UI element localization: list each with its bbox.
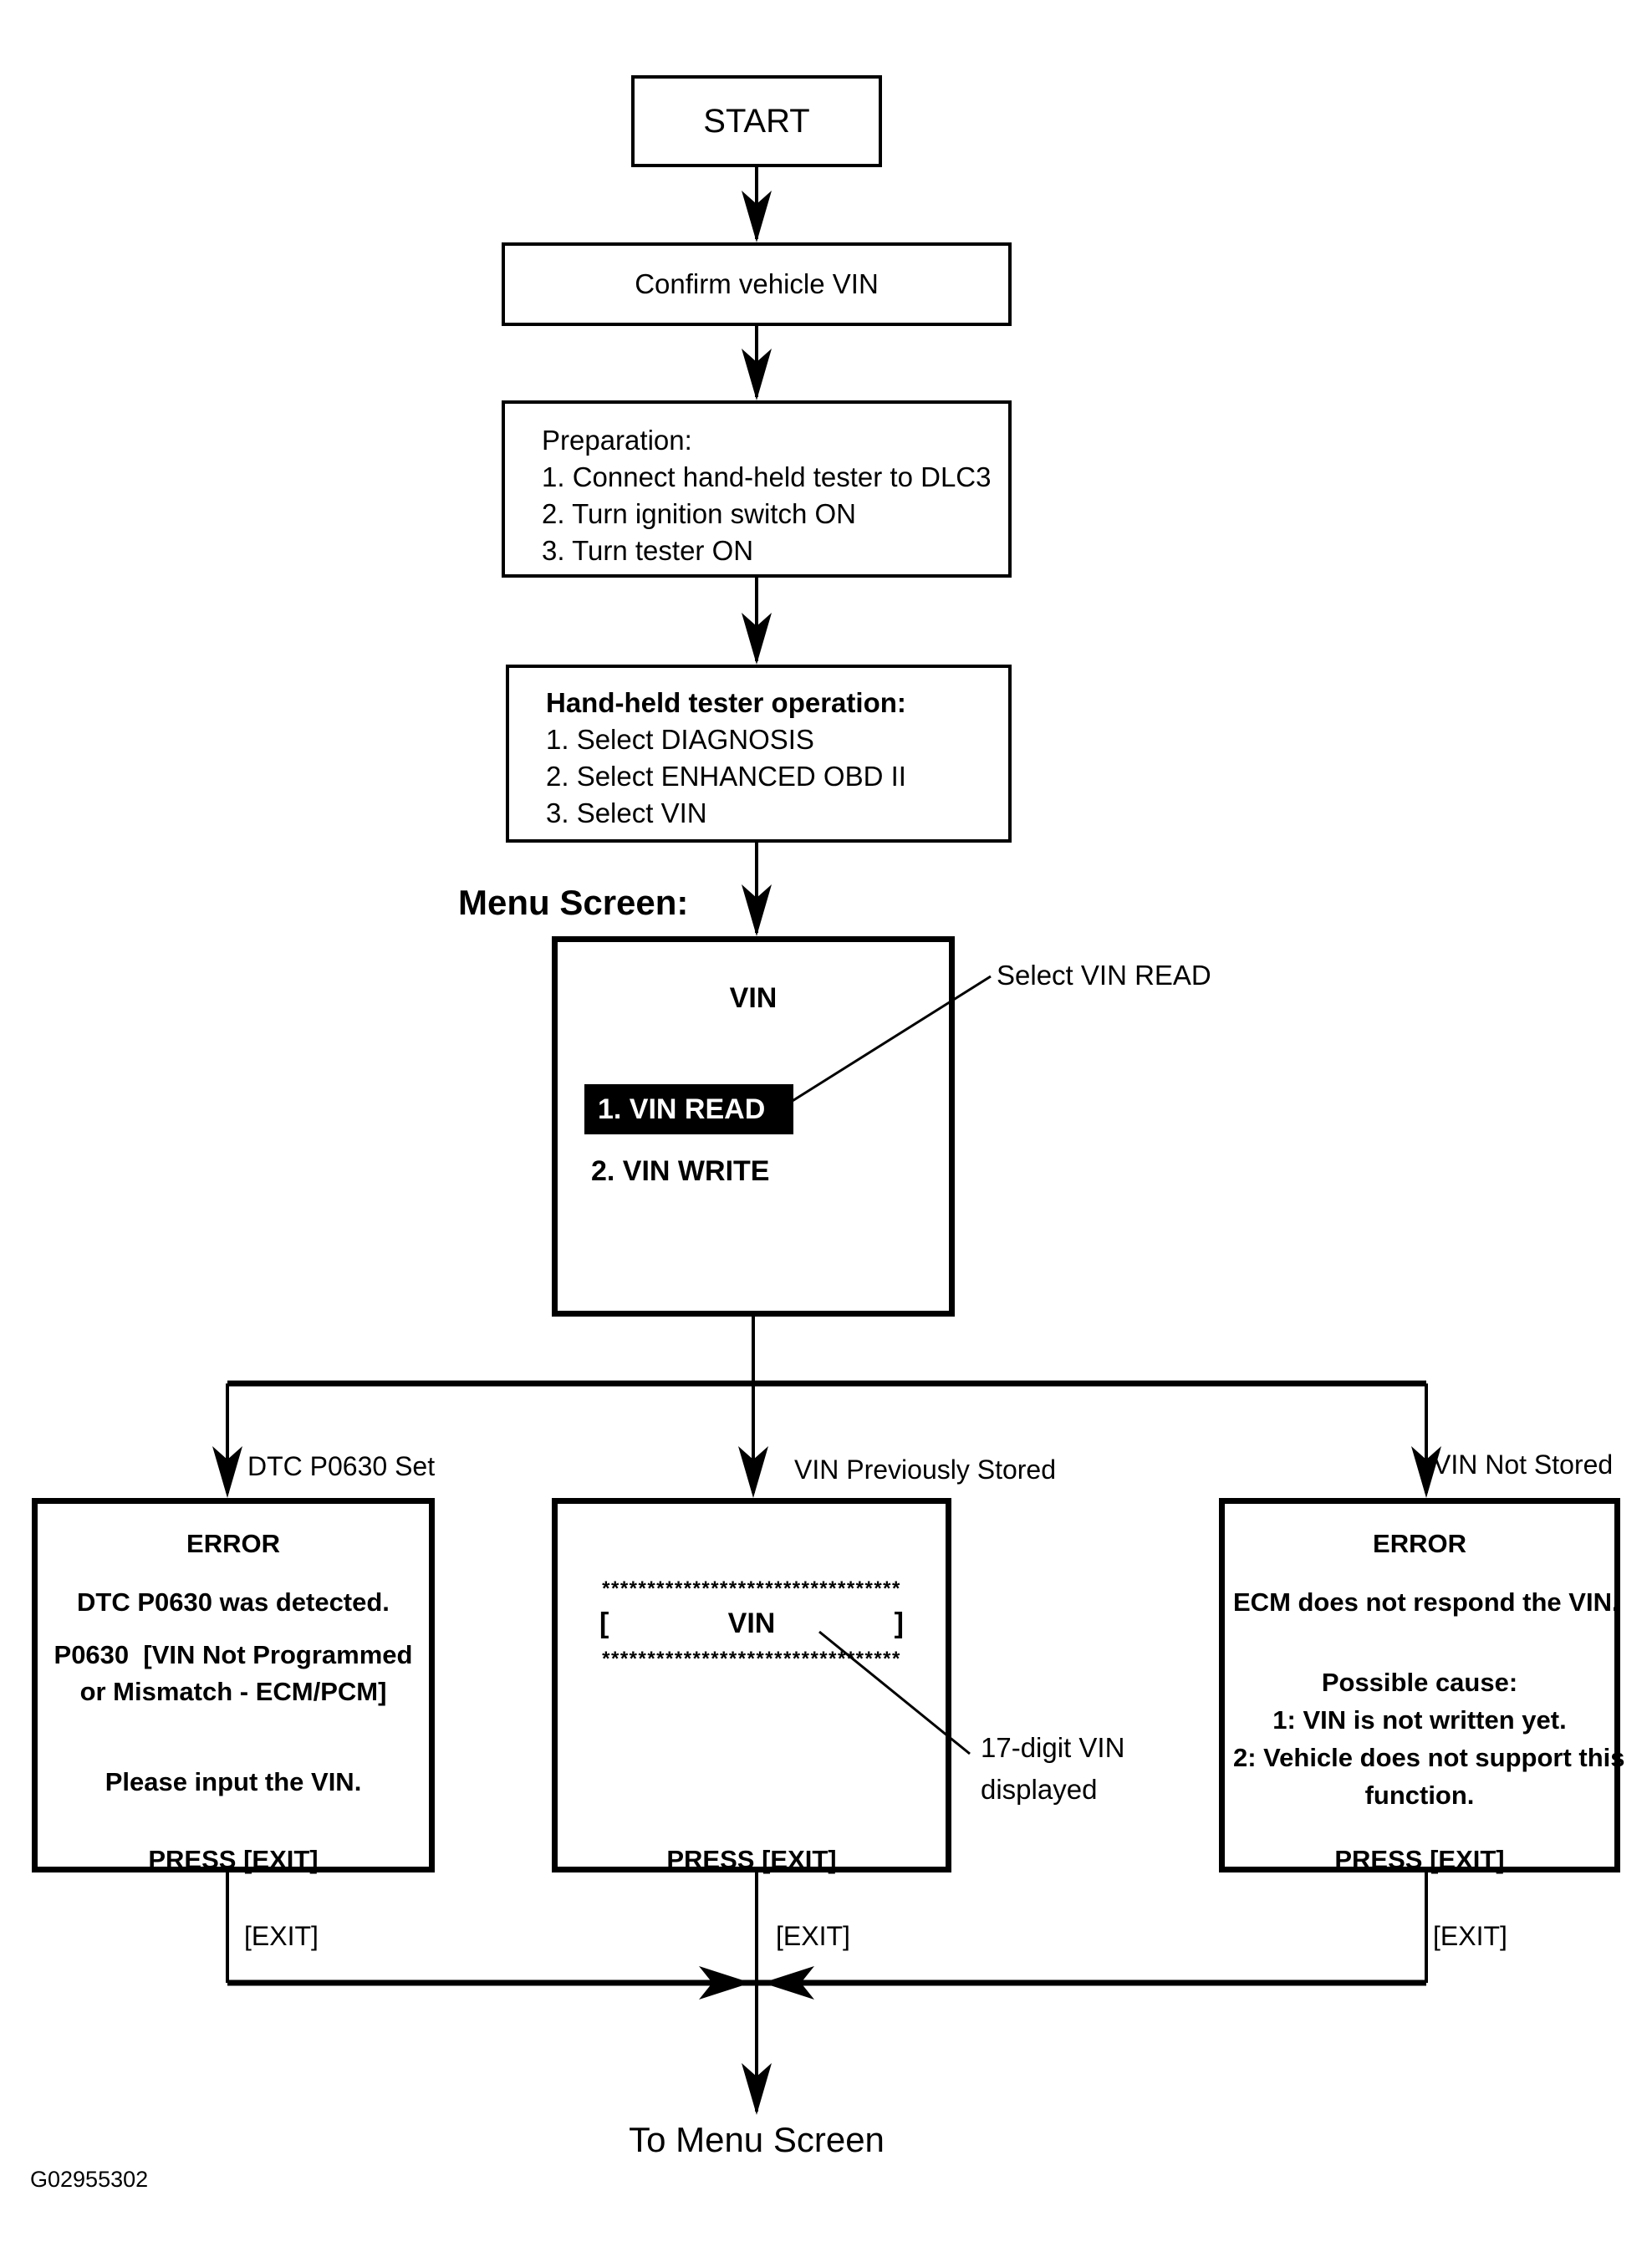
exit-label-right: [EXIT]: [1433, 1921, 1507, 1951]
arrowhead-preparation: [742, 349, 772, 400]
error-ecm-title: ERROR: [1373, 1529, 1466, 1558]
arrowhead-merge-left: [699, 1966, 751, 2000]
exit-label-middle: [EXIT]: [776, 1921, 850, 1951]
tester-operation-step-2: 2. Select ENHANCED OBD II: [546, 761, 906, 792]
vin-bracket-close: ]: [894, 1607, 904, 1639]
menu-item-vin-read: 1. VIN READ: [584, 1084, 793, 1134]
select-vin-read-callout: Select VIN READ: [997, 960, 1211, 991]
vin-stored-press-exit: PRESS [EXIT]: [666, 1845, 837, 1874]
error-dtc-title: ERROR: [186, 1529, 280, 1558]
error-ecm-cause2a: 2: Vehicle does not support this: [1233, 1743, 1625, 1772]
vin-stored-node: ********************************* [ VIN …: [552, 1498, 951, 1874]
error-ecm-cause1: 1: VIN is not written yet.: [1272, 1705, 1567, 1735]
arrowhead-branch-middle: [738, 1446, 768, 1498]
branch-label-vin-not-stored: VIN Not Stored: [1433, 1450, 1614, 1480]
preparation-node: Preparation: 1. Connect hand-held tester…: [502, 400, 1012, 578]
vin-digit-callout-line1: 17-digit VIN: [981, 1732, 1125, 1763]
menu-screen-node: VIN 1. VIN READ 2. VIN WRITE: [552, 936, 955, 1317]
confirm-vin-node: Confirm vehicle VIN: [502, 242, 1012, 326]
vin-stored-display-row: [ VIN ]: [599, 1607, 904, 1640]
preparation-step-3: 3. Turn tester ON: [542, 535, 754, 566]
to-menu-screen-label: To Menu Screen: [629, 2120, 885, 2159]
menu-screen-heading: Menu Screen:: [458, 883, 689, 922]
confirm-vin-label: Confirm vehicle VIN: [635, 268, 879, 299]
menu-item-vin-read-label: 1. VIN READ: [598, 1093, 766, 1125]
arrowhead-tester: [742, 613, 772, 665]
arrowhead-confirm: [742, 191, 772, 242]
exit-label-left: [EXIT]: [244, 1921, 319, 1951]
menu-item-vin-write: 2. VIN WRITE: [591, 1155, 770, 1187]
preparation-step-1: 1. Connect hand-held tester to DLC3: [542, 461, 992, 492]
preparation-step-2: 2. Turn ignition switch ON: [542, 498, 856, 529]
vin-stored-stars-top: *********************************: [602, 1577, 901, 1600]
tester-operation-step-3: 3. Select VIN: [546, 797, 707, 828]
start-label: START: [703, 102, 810, 140]
arrowhead-menu: [742, 884, 772, 936]
branch-label-dtc-set: DTC P0630 Set: [247, 1451, 436, 1481]
arrowhead-to-menu-screen: [742, 2063, 772, 2115]
tester-operation-title: Hand-held tester operation:: [546, 687, 906, 718]
vin-bracket-open: [: [599, 1607, 609, 1639]
vin-stored-stars-bottom: *********************************: [602, 1648, 901, 1670]
error-dtc-line1: DTC P0630 was detected.: [77, 1587, 390, 1617]
error-dtc-node: ERROR DTC P0630 was detected. P0630 [VIN…: [32, 1498, 435, 1874]
error-ecm-cause2b: function.: [1364, 1781, 1475, 1810]
preparation-title: Preparation:: [542, 425, 692, 456]
error-dtc-line3: Please input the VIN.: [105, 1767, 362, 1796]
branch-label-vin-stored: VIN Previously Stored: [794, 1455, 1057, 1485]
error-ecm-cause-title: Possible cause:: [1321, 1668, 1518, 1697]
error-ecm-line1: ECM does not respond the VIN.: [1233, 1587, 1619, 1617]
arrowhead-merge-right: [762, 1966, 814, 2000]
error-ecm-press-exit: PRESS [EXIT]: [1334, 1845, 1505, 1874]
figure-id-label: G02955302: [30, 2167, 149, 2192]
error-dtc-press-exit: PRESS [EXIT]: [148, 1845, 319, 1874]
arrowhead-branch-left: [212, 1446, 242, 1498]
tester-operation-node: Hand-held tester operation: 1. Select DI…: [506, 665, 1012, 843]
start-node: START: [631, 75, 882, 167]
error-ecm-node: ERROR ECM does not respond the VIN. Poss…: [1219, 1498, 1625, 1874]
menu-title: VIN: [729, 982, 778, 1014]
vin-display-label: VIN: [727, 1607, 776, 1639]
vin-digit-callout-line2: displayed: [981, 1774, 1098, 1805]
error-dtc-line2a: P0630 [VIN Not Programmed: [54, 1640, 413, 1669]
error-dtc-line2b: or Mismatch - ECM/PCM]: [79, 1677, 387, 1706]
tester-operation-step-1: 1. Select DIAGNOSIS: [546, 724, 814, 755]
